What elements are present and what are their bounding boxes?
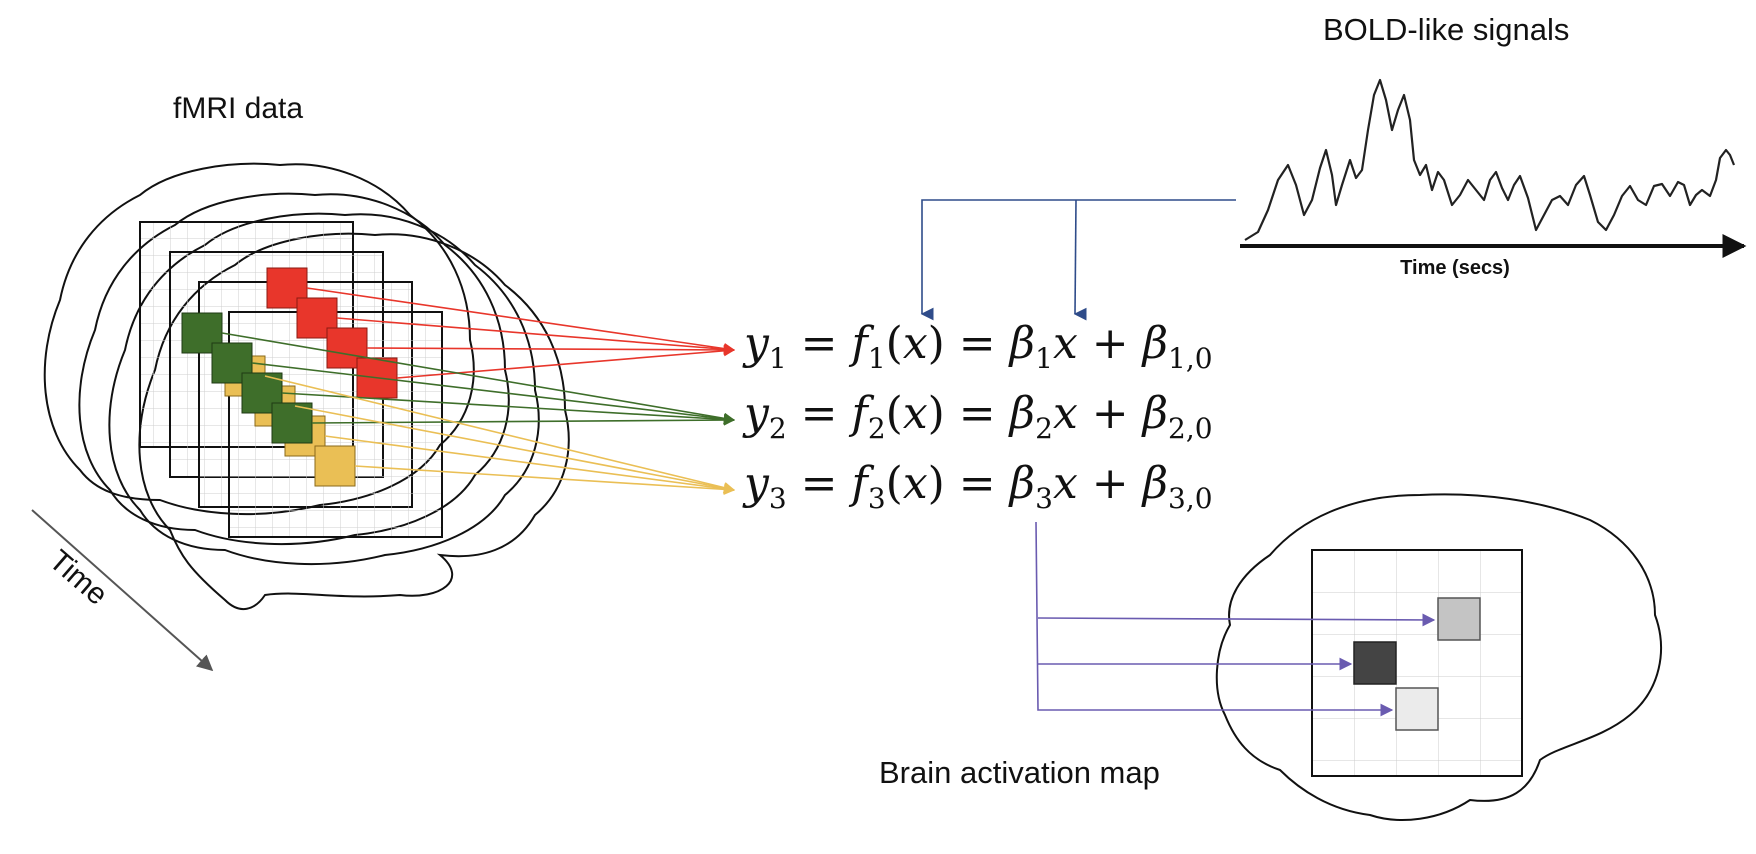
bold-signal-trace bbox=[1244, 78, 1736, 241]
yellow-voxel-arrows bbox=[264, 375, 736, 495]
time-label: Time bbox=[43, 544, 114, 612]
activation-voxel-dark bbox=[1353, 641, 1397, 685]
voxel-yellow-4 bbox=[314, 445, 356, 487]
activation-map-brain bbox=[1215, 493, 1662, 821]
bold-to-equation-arrows bbox=[920, 199, 1236, 321]
equation-1: y1 = f1(x) = β1x + β1,0 bbox=[744, 318, 1213, 375]
time-arrow bbox=[31, 509, 214, 672]
green-voxel-arrows bbox=[221, 332, 736, 426]
red-voxel-arrows bbox=[306, 287, 736, 379]
equation-2: y2 = f2(x) = β2x + β2,0 bbox=[744, 388, 1213, 445]
fmri-data-label: fMRI data bbox=[173, 92, 304, 125]
voxel-green-4 bbox=[271, 402, 313, 444]
activation-map-label: Brain activation map bbox=[879, 755, 1160, 790]
activation-voxel-mid bbox=[1437, 597, 1481, 641]
equation-to-map-arrows bbox=[1035, 521, 1436, 717]
activation-brain-outline bbox=[1215, 493, 1662, 821]
brain-outline-2 bbox=[78, 192, 510, 546]
activation-grid bbox=[1311, 549, 1523, 777]
bold-axis-label: Time (secs) bbox=[1400, 257, 1510, 279]
equation-3: y3 = f3(x) = β3x + β3,0 bbox=[744, 458, 1213, 515]
bold-signal-plot: Time (secs) bbox=[1240, 78, 1747, 279]
bold-signals-label: BOLD-like signals bbox=[1323, 12, 1570, 47]
activation-voxel-light bbox=[1395, 687, 1439, 731]
